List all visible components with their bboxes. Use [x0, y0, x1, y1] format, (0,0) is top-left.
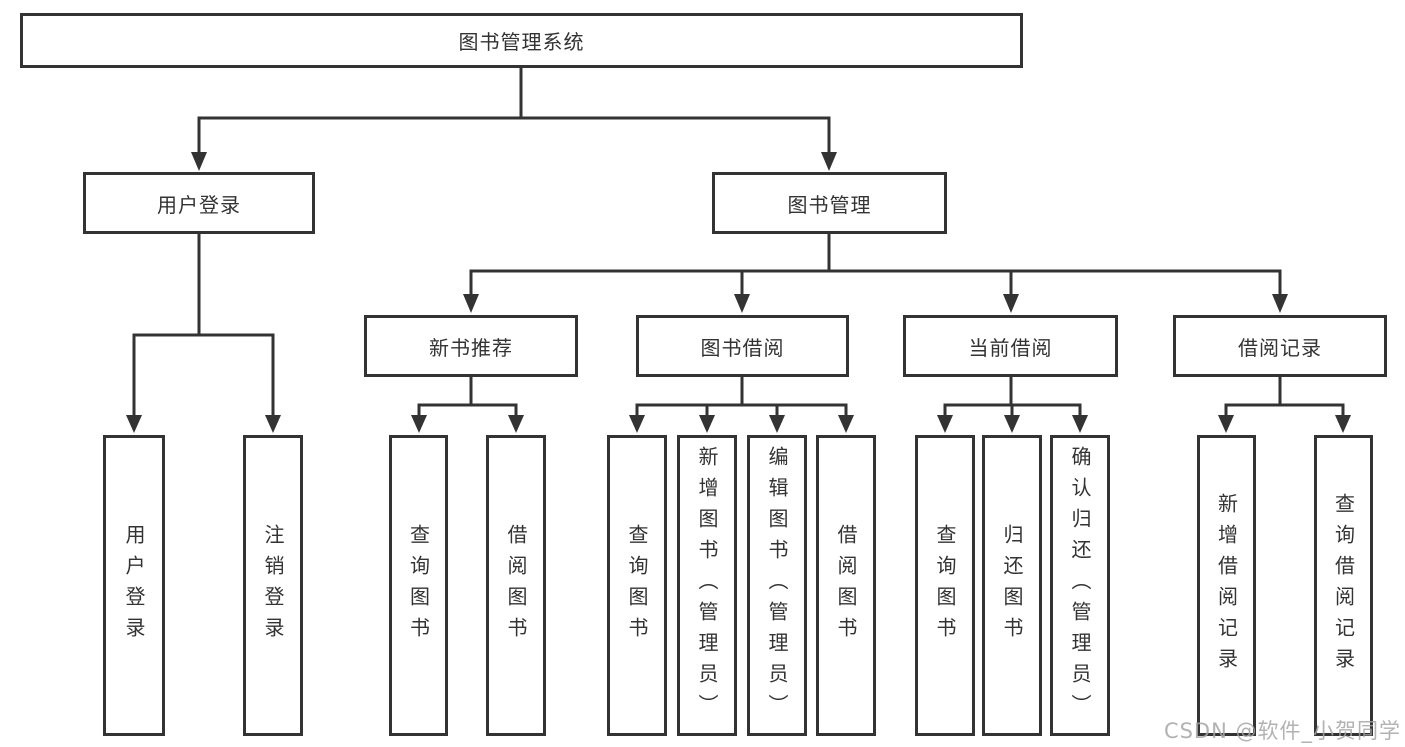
arrow-to-add-books-admin	[699, 415, 715, 433]
node-leaf-logout: 注销登录	[243, 435, 303, 736]
node-book-management: 图书管理	[712, 172, 947, 234]
node-leaf-user-login: 用户登录	[103, 435, 165, 736]
node-root: 图书管理系统	[20, 13, 1023, 68]
arrow-to-new-book-recommend	[463, 294, 479, 313]
arrow-to-user-login-leaf	[126, 415, 142, 433]
arrow-to-current-borrow	[1003, 294, 1019, 313]
arrow-to-book-management	[821, 152, 837, 171]
arrow-to-query-books-current	[937, 415, 953, 433]
node-leaf-add-books-admin-label: 新增图书（管理员）	[695, 446, 719, 725]
arrowheads	[126, 152, 1351, 433]
node-current-borrow: 当前借阅	[903, 315, 1118, 377]
arrow-to-book-borrow	[734, 294, 750, 313]
node-leaf-query-books-borrow-label: 查询图书	[625, 523, 649, 648]
node-leaf-borrow-books-recommend-label: 借阅图书	[504, 523, 528, 648]
arrow-to-borrow-books-recommend	[508, 415, 524, 433]
arrow-to-add-borrow-record	[1218, 415, 1234, 433]
node-leaf-borrow-books-borrow: 借阅图书	[816, 435, 876, 736]
connector-paths	[132, 65, 1345, 419]
node-root-label: 图书管理系统	[458, 30, 585, 54]
node-borrow-record: 借阅记录	[1173, 315, 1387, 377]
node-user-login: 用户登录	[83, 172, 315, 234]
node-current-borrow-label: 当前借阅	[968, 335, 1053, 360]
node-book-borrow: 图书借阅	[636, 315, 849, 377]
node-leaf-query-books-borrow: 查询图书	[607, 435, 667, 736]
node-leaf-confirm-return-admin-label: 确认归还（管理员）	[1068, 446, 1092, 725]
node-leaf-query-borrow-record-label: 查询借阅记录	[1331, 492, 1356, 679]
node-leaf-query-books-recommend: 查询图书	[389, 435, 448, 736]
node-leaf-edit-books-admin: 编辑图书（管理员）	[747, 435, 807, 736]
node-book-borrow-label: 图书借阅	[700, 335, 785, 360]
node-leaf-logout-label: 注销登录	[261, 523, 285, 648]
node-leaf-return-books-label: 归还图书	[1000, 523, 1024, 648]
node-leaf-confirm-return-admin: 确认归还（管理员）	[1050, 435, 1110, 736]
node-leaf-user-login-label: 用户登录	[122, 523, 146, 648]
arrow-to-borrow-books-borrow	[838, 415, 854, 433]
node-borrow-record-label: 借阅记录	[1238, 335, 1322, 360]
node-leaf-return-books: 归还图书	[982, 435, 1042, 736]
node-leaf-query-borrow-record: 查询借阅记录	[1314, 435, 1373, 736]
node-leaf-borrow-books-recommend: 借阅图书	[486, 435, 546, 736]
node-leaf-add-borrow-record: 新增借阅记录	[1197, 435, 1256, 736]
node-new-book-recommend-label: 新书推荐	[429, 335, 513, 360]
csdn-watermark: CSDN @软件_小贺同学	[1163, 719, 1401, 743]
arrow-to-confirm-return-admin	[1072, 415, 1088, 433]
arrow-to-user-login	[191, 152, 207, 171]
node-leaf-edit-books-admin-label: 编辑图书（管理员）	[765, 446, 789, 725]
arrow-to-return-books	[1004, 415, 1020, 433]
node-book-management-label: 图书管理	[787, 192, 872, 217]
arrow-to-edit-books-admin	[769, 415, 785, 433]
node-leaf-query-books-current-label: 查询图书	[933, 523, 957, 648]
arrow-to-query-books-recommend	[411, 415, 427, 433]
node-leaf-add-borrow-record-label: 新增借阅记录	[1214, 492, 1239, 679]
arrow-to-query-borrow-record	[1335, 415, 1351, 433]
arrow-to-borrow-record	[1272, 294, 1288, 313]
arrow-to-logout	[265, 415, 281, 433]
node-new-book-recommend: 新书推荐	[364, 315, 578, 377]
node-user-login-label: 用户登录	[157, 192, 241, 217]
node-leaf-borrow-books-borrow-label: 借阅图书	[834, 523, 858, 648]
node-leaf-query-books-current: 查询图书	[915, 435, 975, 736]
node-leaf-query-books-recommend-label: 查询图书	[406, 523, 431, 648]
arrow-to-query-books-borrow	[629, 415, 645, 433]
node-leaf-add-books-admin: 新增图书（管理员）	[677, 435, 737, 736]
